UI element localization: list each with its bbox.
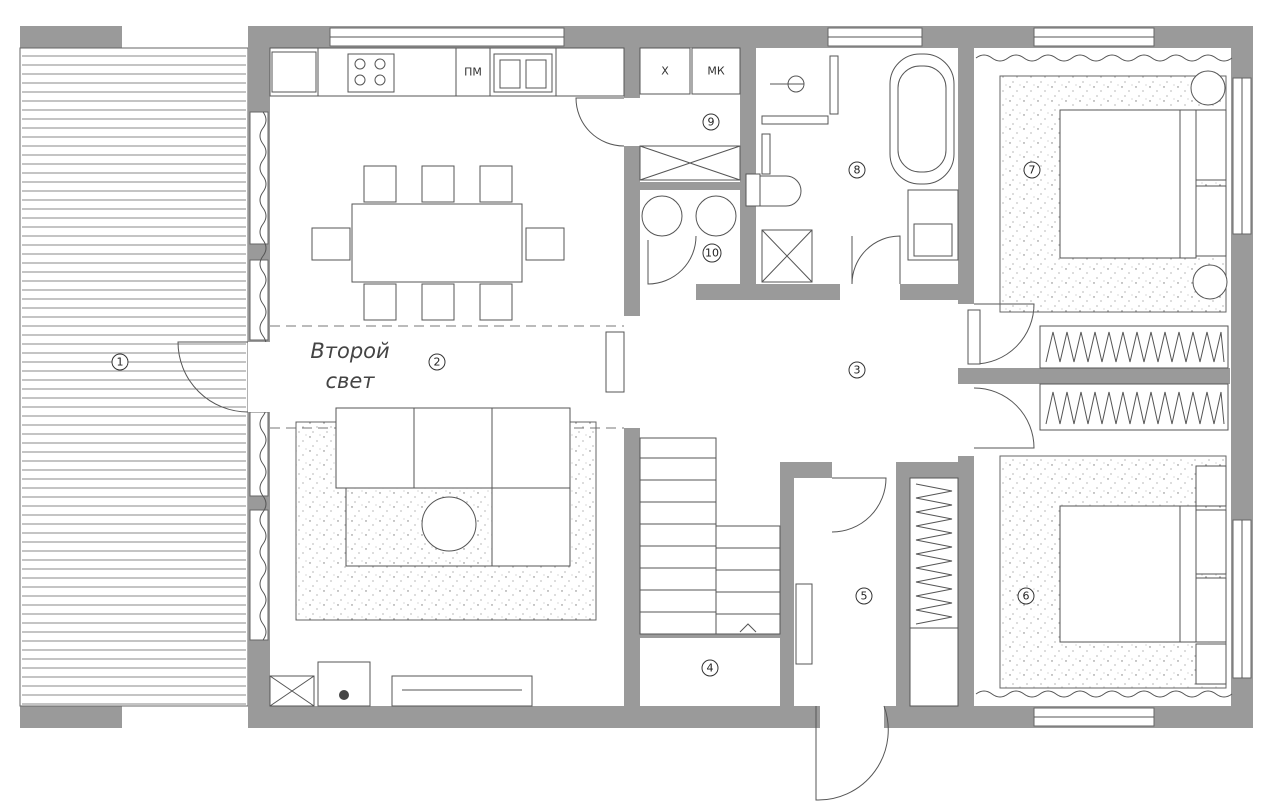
room-number-circle xyxy=(1023,161,1041,179)
bedroom-6 xyxy=(975,455,1233,698)
kitchen: ПМ xyxy=(269,47,625,97)
room-number-7: 7 xyxy=(1029,164,1036,177)
room-number-4: 4 xyxy=(707,662,714,675)
room-number-2: 2 xyxy=(434,356,441,369)
terrace-door xyxy=(177,341,249,413)
room-number-circle xyxy=(702,113,720,131)
room-number-circle xyxy=(702,243,722,263)
pantry: Х МК xyxy=(575,47,741,181)
living-area xyxy=(269,331,625,707)
second-light-label-line1: Второй xyxy=(310,339,389,363)
room-number-5: 5 xyxy=(861,590,868,603)
room-number-10: 10 xyxy=(705,247,719,260)
inner-walls xyxy=(624,48,1230,706)
room-number-1: 1 xyxy=(117,356,124,369)
appliance-mk-label: МК xyxy=(707,65,724,78)
room-number-circle xyxy=(1017,587,1035,605)
room-number-circle xyxy=(848,361,866,379)
dining-table xyxy=(311,165,565,321)
room-number-circle xyxy=(111,353,129,371)
room-number-3: 3 xyxy=(854,364,861,377)
room-number-circle xyxy=(428,353,446,371)
bedroom-7 xyxy=(975,54,1233,313)
toilet xyxy=(745,173,802,207)
staircase xyxy=(639,437,781,635)
appliance-x-label: Х xyxy=(661,65,669,78)
bathroom xyxy=(745,53,959,285)
laundry xyxy=(641,195,737,285)
room-number-9: 9 xyxy=(708,116,715,129)
room-number-circle xyxy=(701,659,719,677)
room-number-6: 6 xyxy=(1023,590,1030,603)
entrance xyxy=(795,583,889,801)
room-number-circle xyxy=(855,587,873,605)
cooktop xyxy=(347,53,395,93)
room-number-8: 8 xyxy=(854,164,861,177)
wardrobes xyxy=(909,325,1229,707)
kitchen-sink xyxy=(493,53,553,93)
dishwasher-label: ПМ xyxy=(464,66,482,79)
second-light-label-line2: свет xyxy=(325,369,375,393)
outer-walls xyxy=(248,26,1253,728)
room-number-circle xyxy=(848,161,866,179)
terrace xyxy=(19,26,249,728)
